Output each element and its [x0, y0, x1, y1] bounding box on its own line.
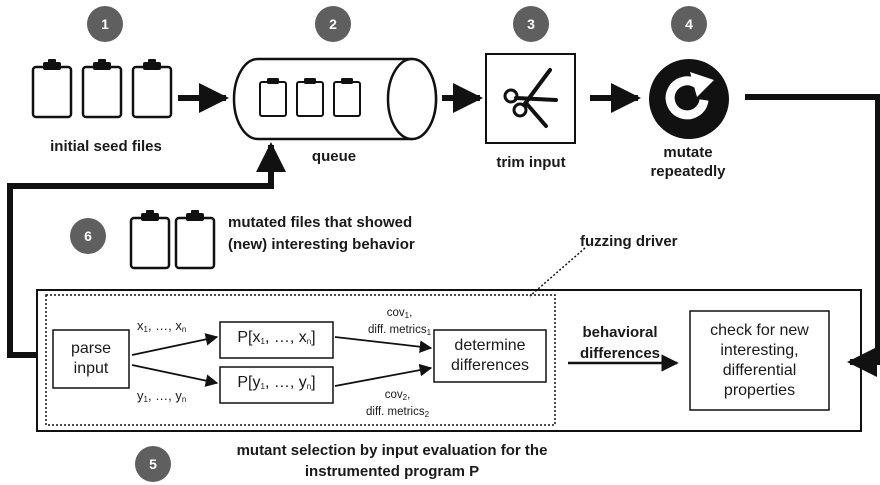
queue-cylinder-icon — [232, 57, 438, 141]
step-2-badge: 2 — [315, 6, 351, 42]
selection-label: mutant selection by input evaluation for… — [236, 442, 548, 480]
arrow-evaluation-to-queue — [7, 142, 286, 358]
arrow-parse-to-py — [131, 364, 219, 387]
behavioral-differences-label: behavioral differences — [579, 324, 661, 362]
arrow-mutate-to-check — [745, 94, 880, 377]
check-box — [689, 310, 830, 411]
step-4-badge: 4 — [671, 6, 707, 42]
fuzzing-driver-pointer — [529, 247, 586, 297]
arrow-px-to-determine — [334, 336, 433, 353]
step-6-badge: 6 — [70, 218, 106, 254]
program-y-box — [219, 366, 334, 404]
mutate-label: mutate repeatedly — [650, 144, 726, 180]
interesting-files-label: mutated files that showed (new) interest… — [228, 214, 415, 253]
queue-label: queue — [311, 148, 357, 165]
program-x-box — [219, 321, 334, 359]
seed-files-icon — [31, 57, 173, 119]
step-1-badge: 1 — [87, 6, 123, 42]
evaluation-box — [36, 289, 862, 432]
fuzzing-driver-label: fuzzing driver — [580, 233, 678, 250]
step-5-badge: 5 — [135, 446, 171, 482]
x-vars-label: x1, …, xn — [137, 318, 187, 334]
program-x-text: P[x1, …, xn] — [237, 329, 316, 346]
refresh-icon — [649, 59, 729, 139]
fuzzing-driver-box — [45, 294, 556, 426]
step-3-badge: 3 — [513, 6, 549, 42]
seed-files-label: initial seed files — [50, 138, 162, 155]
parse-input-box — [52, 329, 130, 389]
trim-input-label: trim input — [496, 154, 566, 171]
program-y-text: P[y1, …, yn] — [237, 374, 316, 391]
determine-box — [433, 329, 547, 383]
arrow-parse-to-px — [131, 333, 219, 356]
cov1-label: cov1, diff. metrics1 — [368, 307, 432, 337]
scissors-icon — [485, 53, 576, 144]
cov2-label: cov2, diff. metrics2 — [366, 389, 430, 419]
arrow-py-to-determine — [334, 363, 433, 387]
interesting-files-icon — [129, 208, 216, 270]
y-vars-label: y1, …, yn — [137, 388, 187, 404]
